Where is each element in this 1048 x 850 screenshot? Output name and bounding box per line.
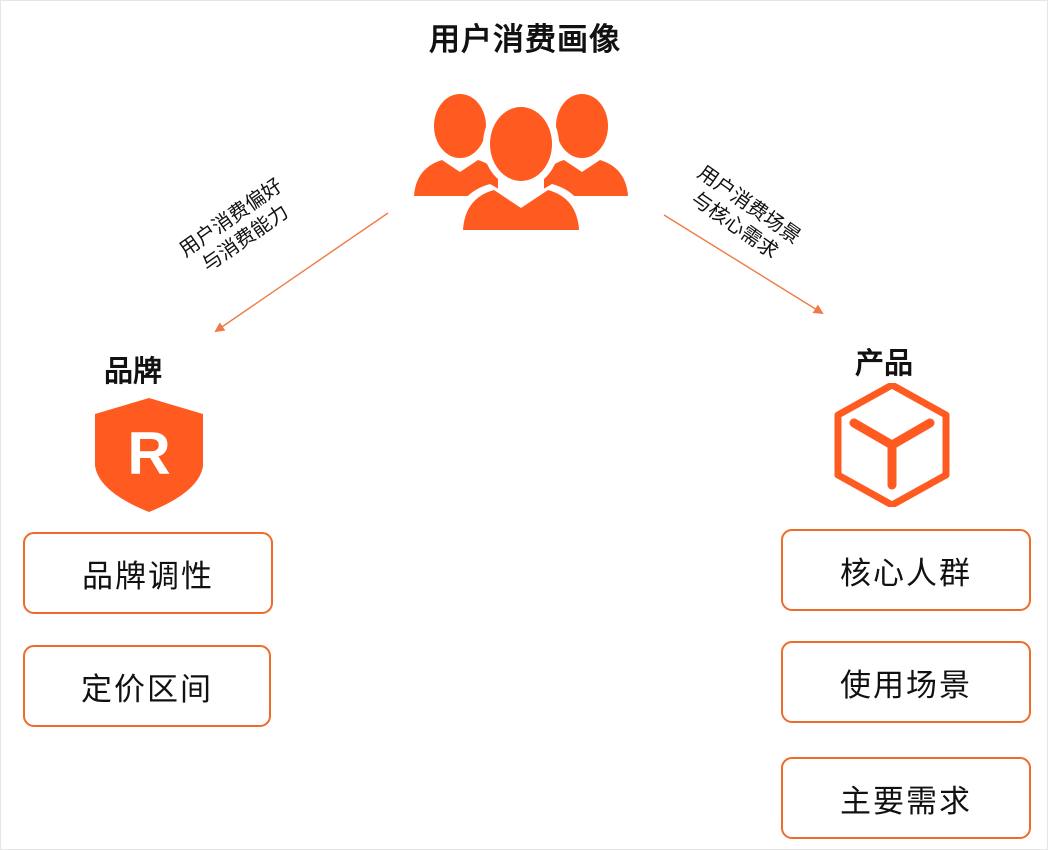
product-item-use-scenario: 使用场景 — [781, 641, 1031, 723]
brand-item-tone: 品牌调性 — [23, 532, 273, 614]
arrow-to-product — [663, 214, 824, 315]
brand-logo-letter: R — [127, 420, 170, 487]
cube-box-icon — [834, 383, 950, 507]
page-title: 用户消费画像 — [429, 22, 621, 58]
product-heading: 产品 — [855, 346, 914, 380]
product-item-core-audience: 核心人群 — [781, 529, 1031, 611]
shield-r-icon: R — [95, 398, 203, 512]
arrow-to-brand — [214, 212, 389, 333]
brand-item-price-range: 定价区间 — [23, 645, 271, 727]
brand-heading: 品牌 — [104, 354, 163, 388]
product-item-main-needs: 主要需求 — [781, 757, 1031, 839]
users-group-icon — [414, 94, 628, 234]
